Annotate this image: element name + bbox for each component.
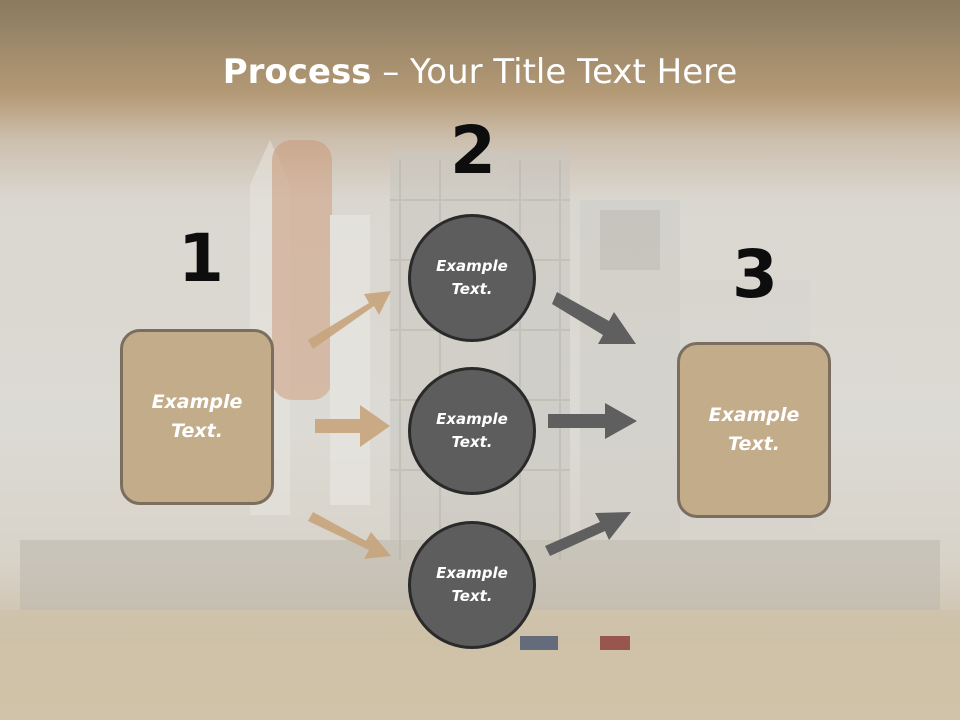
circle-top: Example Text. (408, 214, 536, 342)
arrow-tan-down (308, 512, 391, 559)
title-rest: – Your Title Text Here (371, 52, 738, 92)
arrow-tan-right (315, 405, 390, 447)
slide-title: Process – Your Title Text Here (0, 52, 960, 92)
circle-middle: Example Text. (408, 367, 536, 495)
step-number-3: 3 (732, 236, 778, 313)
arrow-gray-right (548, 403, 637, 439)
arrow-tan-up (308, 291, 391, 349)
arrow-gray-up (545, 512, 631, 556)
left-box: Example Text. (120, 329, 274, 505)
right-box: Example Text. (677, 342, 831, 518)
title-bold: Process (222, 52, 372, 92)
arrow-gray-down (552, 292, 636, 344)
step-number-1: 1 (178, 220, 224, 297)
step-number-2: 2 (450, 112, 496, 189)
circle-bottom: Example Text. (408, 521, 536, 649)
